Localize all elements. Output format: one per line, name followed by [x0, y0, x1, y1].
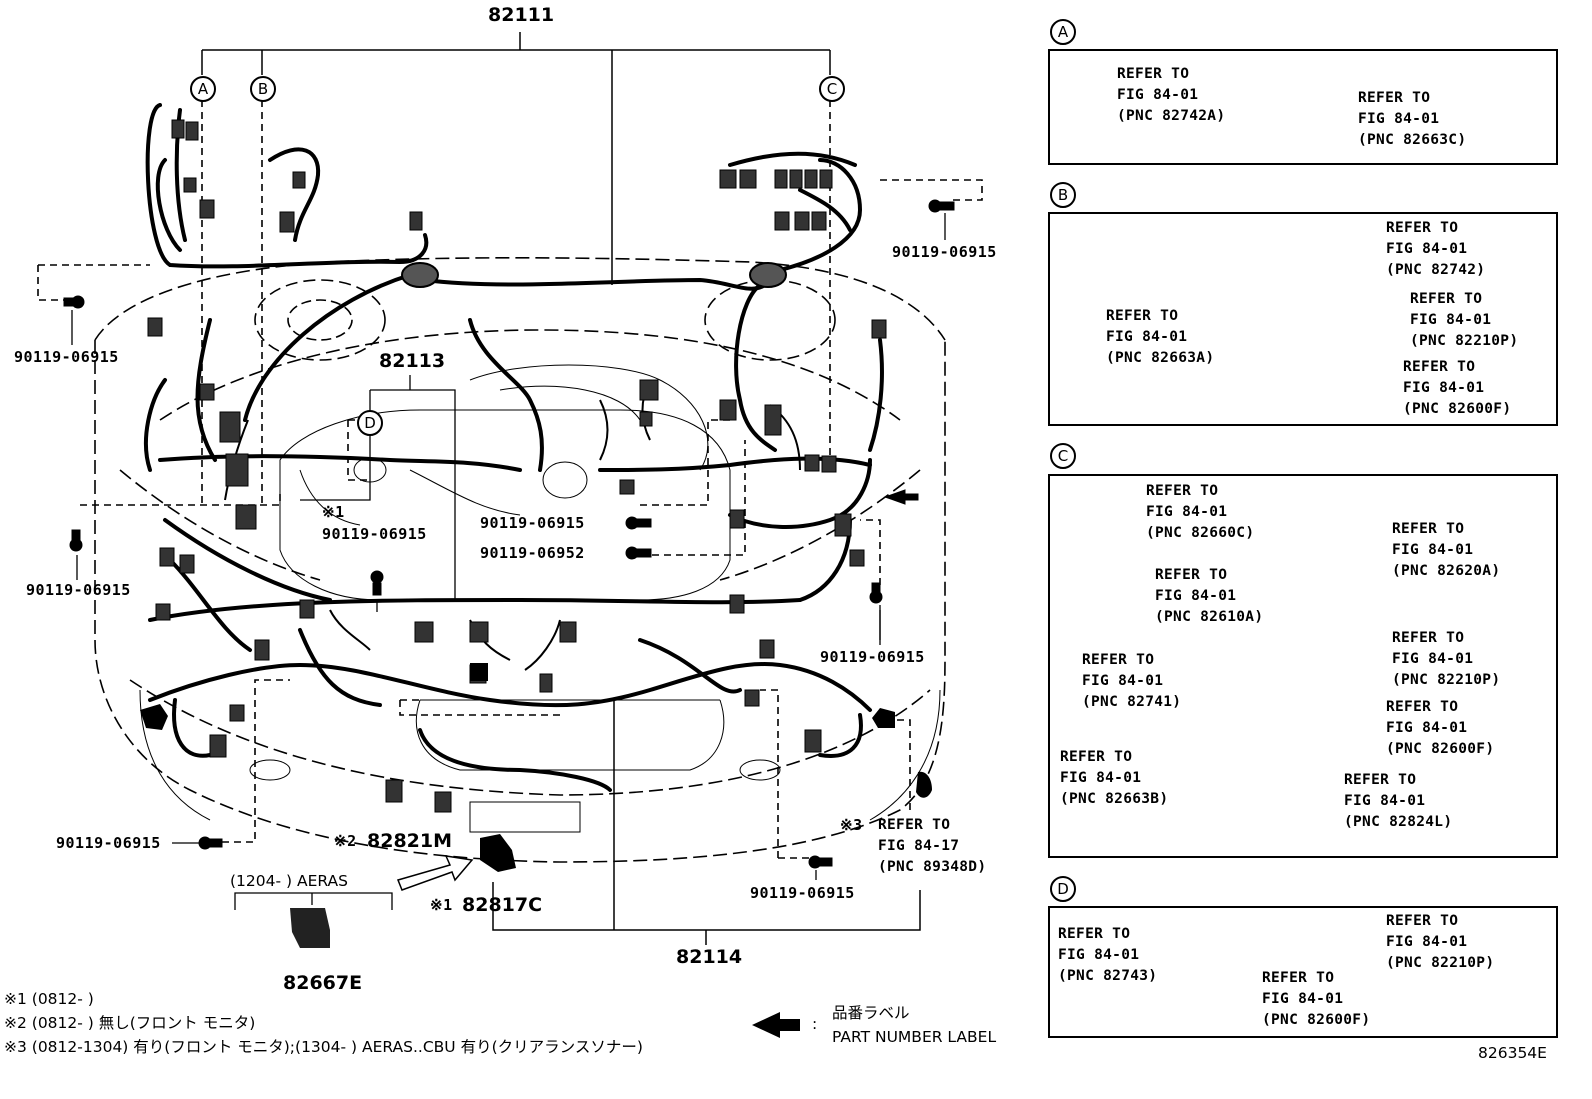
- bolt-label-left-top: 90119-06915: [14, 348, 119, 366]
- mark-1-bottom: ※1: [430, 896, 453, 914]
- panel-b: [1048, 212, 1558, 426]
- note-3: ※3 (0812-1304) 有り(フロント モニタ);(1304- ) AER…: [4, 1038, 643, 1056]
- mark-3: ※3: [840, 816, 863, 834]
- callout-c: C: [819, 76, 845, 102]
- part-label-82817c: 82817C: [462, 894, 543, 916]
- panel-b-callout: B: [1050, 182, 1076, 208]
- legend-label-en: PART NUMBER LABEL: [832, 1028, 997, 1046]
- legend-label-jp: 品番ラベル: [832, 1004, 910, 1022]
- bolt-label-right-top: 90119-06915: [892, 243, 997, 261]
- panel-d-ref-82210p: REFER TO FIG 84-01 (PNC 82210P): [1386, 913, 1495, 971]
- panel-c-ref-82741: REFER TO FIG 84-01 (PNC 82741): [1082, 652, 1182, 710]
- panel-d-ref-82600f: REFER TO FIG 84-01 (PNC 82600F): [1262, 970, 1371, 1028]
- part-label-82111: 82111: [488, 4, 555, 26]
- bolt-label-right-bottom: 90119-06915: [750, 884, 855, 902]
- figure-id: 826354E: [1478, 1044, 1547, 1062]
- panel-c-ref-82663b: REFER TO FIG 84-01 (PNC 82663B): [1060, 749, 1169, 807]
- panel-c-ref-82600f: REFER TO FIG 84-01 (PNC 82600F): [1386, 699, 1495, 757]
- bolt-label-center-1: 90119-06915: [480, 514, 585, 532]
- panel-d: [1048, 906, 1558, 1038]
- note-2: ※2 (0812- ) 無し(フロント モニタ): [4, 1014, 256, 1032]
- panel-b-ref-82742: REFER TO FIG 84-01 (PNC 82742): [1386, 220, 1486, 278]
- panel-b-ref-82663a: REFER TO FIG 84-01 (PNC 82663A): [1106, 308, 1215, 366]
- panel-b-ref-82600f: REFER TO FIG 84-01 (PNC 82600F): [1403, 359, 1512, 417]
- mark-2: ※2: [334, 832, 357, 850]
- panel-a: [1048, 49, 1558, 165]
- panel-a-callout: A: [1050, 19, 1076, 45]
- part-label-82113: 82113: [379, 350, 446, 372]
- panel-c-ref-82620a: REFER TO FIG 84-01 (PNC 82620A): [1392, 521, 1501, 579]
- bolt-label-center-mark1: 90119-06915: [322, 525, 427, 543]
- panel-c-ref-82660c: REFER TO FIG 84-01 (PNC 82660C): [1146, 483, 1255, 541]
- aeras-label: (1204- ) AERAS: [230, 872, 348, 890]
- callout-a: A: [190, 76, 216, 102]
- part-label-82667e: 82667E: [283, 972, 363, 994]
- legend-colon: :: [812, 1015, 818, 1033]
- part-label-82114: 82114: [676, 946, 743, 968]
- part-label-82821m: 82821M: [367, 830, 453, 852]
- panel-a-ref-82663c: REFER TO FIG 84-01 (PNC 82663C): [1358, 90, 1467, 148]
- callout-b: B: [250, 76, 276, 102]
- panel-c-ref-82210p: REFER TO FIG 84-01 (PNC 82210P): [1392, 630, 1501, 688]
- callout-d: D: [357, 410, 383, 436]
- mark-1-top: ※1: [322, 503, 345, 521]
- panel-d-ref-82743: REFER TO FIG 84-01 (PNC 82743): [1058, 926, 1158, 984]
- refer-89348d: REFER TO FIG 84-17 (PNC 89348D): [878, 817, 987, 875]
- panel-c-callout: C: [1050, 443, 1076, 469]
- panel-d-callout: D: [1050, 876, 1076, 902]
- panel-b-ref-82210p: REFER TO FIG 84-01 (PNC 82210P): [1410, 291, 1519, 349]
- bolt-label-right-mid: 90119-06915: [820, 648, 925, 666]
- panel-c: [1048, 474, 1558, 858]
- panel-c-ref-82610a: REFER TO FIG 84-01 (PNC 82610A): [1155, 567, 1264, 625]
- bolt-label-left-mid: 90119-06915: [26, 581, 131, 599]
- panel-c-ref-82824l: REFER TO FIG 84-01 (PNC 82824L): [1344, 772, 1453, 830]
- bolt-label-left-bottom: 90119-06915: [56, 834, 161, 852]
- note-1: ※1 (0812- ): [4, 990, 94, 1008]
- panel-a-ref-82742a: REFER TO FIG 84-01 (PNC 82742A): [1117, 66, 1226, 124]
- bolt-label-center-2: 90119-06952: [480, 544, 585, 562]
